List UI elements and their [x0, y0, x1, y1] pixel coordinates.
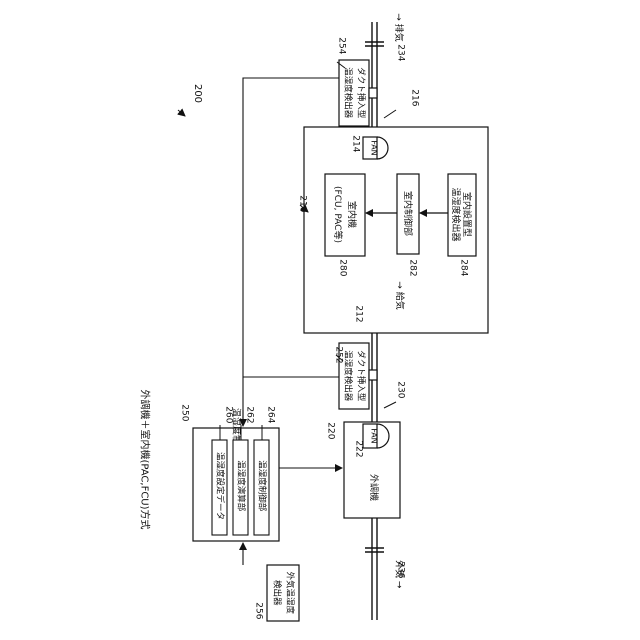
- ref-282: 282: [408, 259, 418, 276]
- ref-250: 250: [180, 404, 190, 421]
- ref-220: 220: [326, 422, 336, 439]
- ahu-fan-label: FAN: [370, 428, 379, 443]
- ref-236: 236: [396, 561, 406, 578]
- ref-260: 260: [224, 406, 234, 423]
- outside-sensor-line1: 外気温湿度: [285, 571, 296, 614]
- ref-200: 200: [192, 84, 203, 103]
- supply-sensor-line1: ダクト挿入型: [356, 350, 367, 402]
- ref-230: 230: [396, 381, 406, 398]
- exhaust-opening: [365, 42, 384, 46]
- room-fan-label: FAN: [370, 140, 379, 155]
- indoor-sensor-line2: 温湿度検出器: [450, 187, 462, 241]
- ref-212: 212: [354, 305, 364, 322]
- exhaust-sensor-line1: ダクト挿入型: [356, 67, 367, 119]
- outside-air-opening: [365, 548, 384, 552]
- ref-252: 252: [334, 346, 344, 363]
- indoor-sensor-line1: 室内設置型: [461, 192, 473, 237]
- ahu-label: 外調機: [368, 474, 380, 501]
- figure-title: 外調機＋室内機(PAC,FCU)方式: [139, 389, 152, 529]
- indoor-unit-line2: (FCU, PAC等): [332, 186, 344, 243]
- ref-254: 254: [337, 37, 347, 54]
- indoor-unit-box: [325, 174, 365, 256]
- outside-sensor-line2: 検出器: [272, 580, 283, 606]
- indoor-controller-label: 室内制御部: [402, 191, 414, 236]
- module-260-label: 温湿度設定データ: [215, 452, 226, 520]
- ref-216: 216: [410, 89, 420, 106]
- indoor-unit-line1: 室内機: [346, 201, 358, 228]
- module-262-label: 温湿度演算部: [236, 460, 247, 512]
- ref-284: 284: [459, 259, 469, 276]
- supply-label: → 給気: [394, 281, 406, 309]
- ref-264: 264: [266, 406, 276, 423]
- ref-214: 214: [351, 135, 361, 152]
- ref-262: 262: [245, 406, 255, 423]
- ref-256: 256: [254, 602, 264, 619]
- ref-280: 280: [338, 259, 348, 276]
- ref-222: 222: [354, 440, 364, 457]
- exhaust-label: → 排気: [393, 13, 405, 41]
- module-264-label: 温湿度制御部: [257, 460, 268, 512]
- ref-234: 234: [396, 44, 406, 61]
- exhaust-sensor-line2: 温湿度検出器: [343, 67, 354, 119]
